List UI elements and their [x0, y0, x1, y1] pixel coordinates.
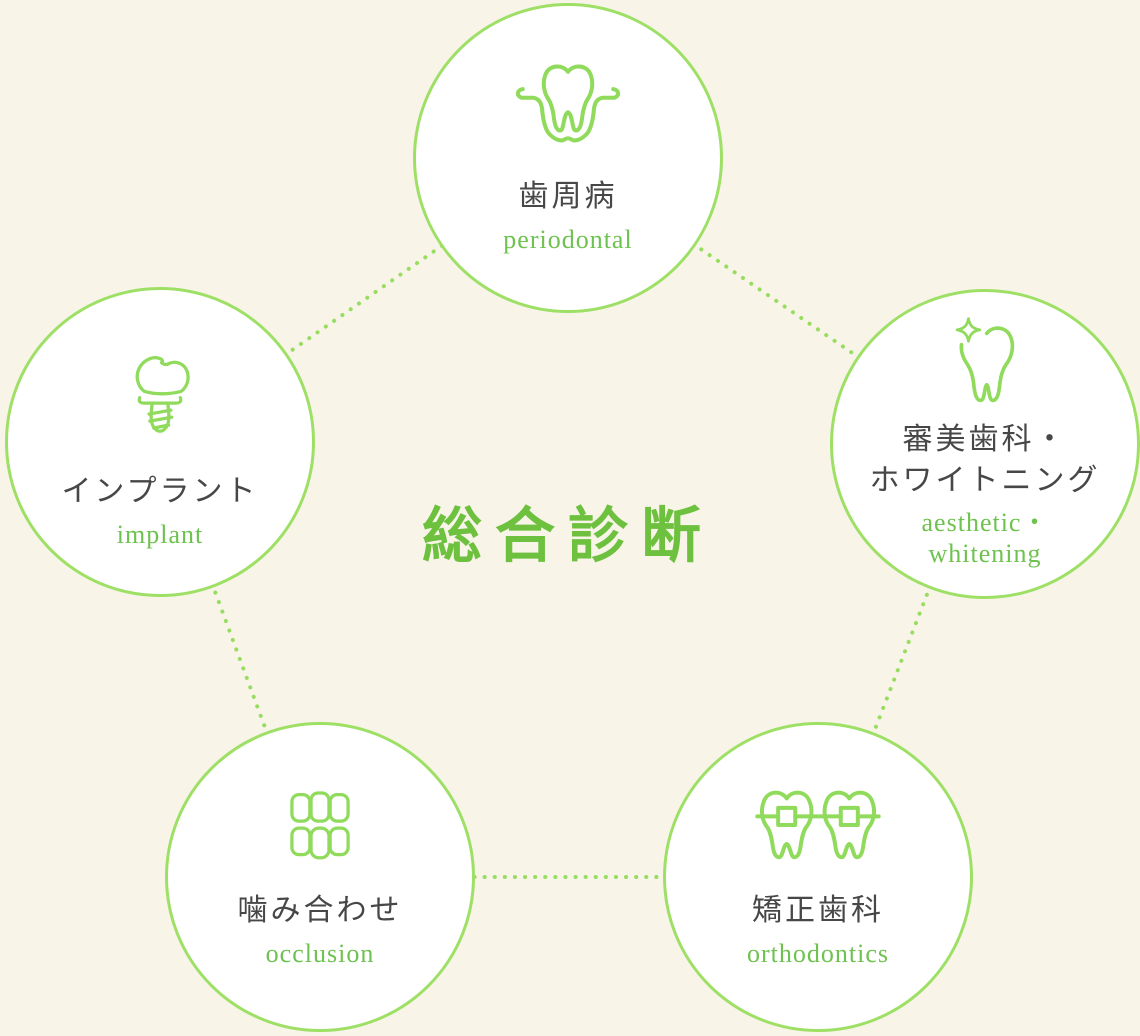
node-label-en: aesthetic・ whitening	[922, 507, 1049, 569]
node-periodontal: 歯周病 periodontal	[413, 3, 723, 313]
teeth-occlusion-icon	[290, 791, 350, 860]
tooth-braces-icon	[755, 790, 881, 860]
node-label-en: occlusion	[265, 938, 375, 968]
diagram-title: 総合診断	[422, 503, 714, 570]
node-aesthetic-whitening: 審美歯科・ ホワイトニング aesthetic・ whitening	[830, 289, 1140, 599]
connector-top-right	[566, 156, 987, 446]
node-label-en-line1: aesthetic・	[921, 508, 1049, 537]
connector-right-bottomright	[816, 442, 987, 879]
node-label-jp: 噛み合わせ	[237, 894, 403, 927]
node-label-en: implant	[116, 519, 204, 549]
tooth-sparkle-icon	[955, 317, 1015, 403]
node-orthodontics: 矯正歯科 orthodontics	[663, 722, 973, 1032]
node-implant: インプラント implant	[5, 287, 315, 597]
tooth-gum-icon	[515, 64, 621, 143]
connector-bottomleft-left	[158, 440, 322, 879]
node-label-en: periodontal	[503, 224, 633, 254]
tooth-implant-icon	[135, 356, 190, 433]
node-occlusion: 噛み合わせ occlusion	[165, 722, 475, 1032]
node-label-jp-line1: 審美歯科・	[902, 423, 1068, 456]
node-label-jp: 歯周病	[518, 180, 618, 213]
node-label-jp: 矯正歯科	[752, 894, 884, 927]
node-label-jp-line2: ホワイトニング	[869, 463, 1101, 497]
node-label-en-line2: whitening	[928, 539, 1042, 569]
node-label-jp: 審美歯科・ ホワイトニング	[870, 420, 1101, 501]
node-label-jp: インプラント	[61, 475, 259, 508]
node-label-en: orthodontics	[747, 938, 889, 968]
